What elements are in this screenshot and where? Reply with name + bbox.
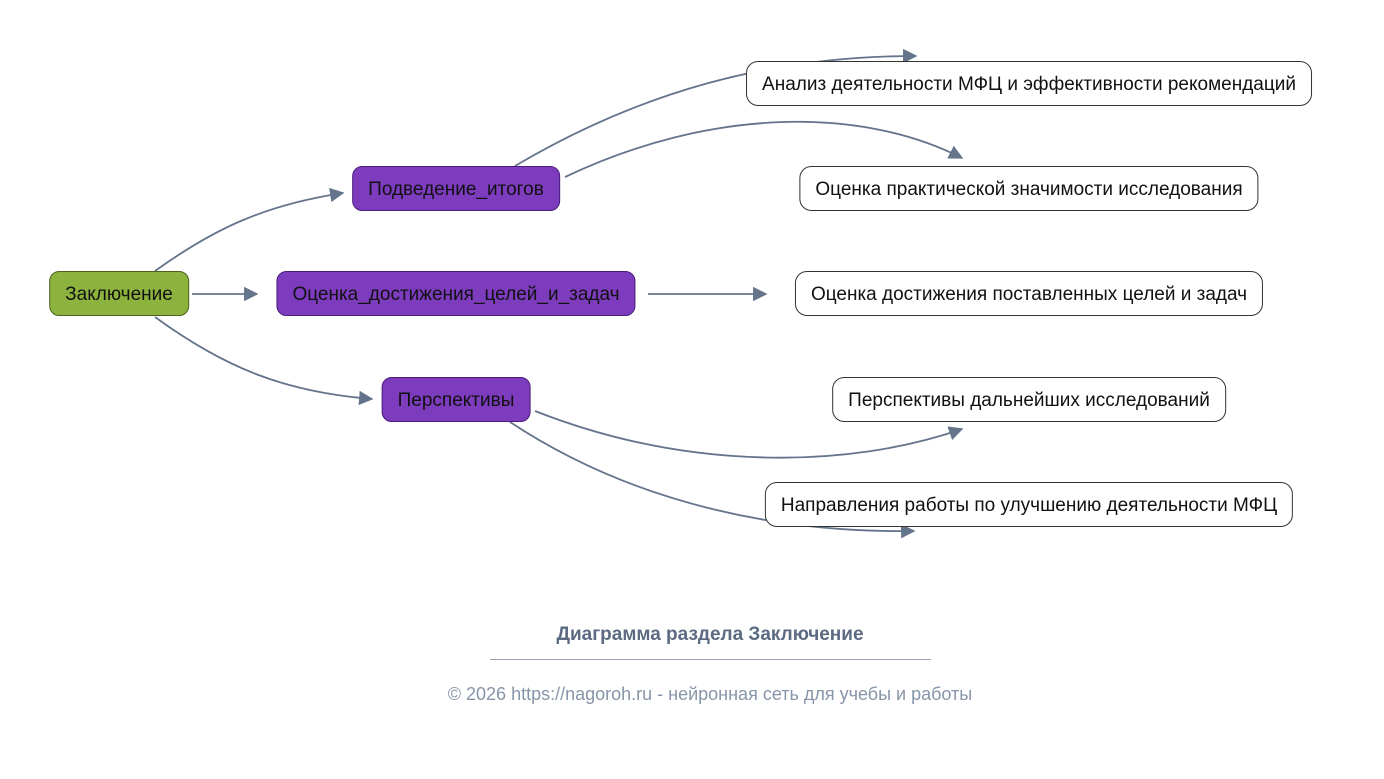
node-napravleniya-raboty: Направления работы по улучшению деятельн… <box>764 482 1294 527</box>
node-postavlennye-celi: Оценка достижения поставленных целей и з… <box>794 271 1264 316</box>
edge-root-to-podvedenie <box>154 187 345 272</box>
copyright-footer: © 2026 https://nagoroh.ru - нейронная се… <box>447 684 973 704</box>
node-perspektivy: Перспективы <box>381 377 531 422</box>
node-zakljuchenie: Заключение <box>49 271 189 316</box>
node-dalneyshie-issledovaniya: Перспективы дальнейших исследований <box>832 377 1226 422</box>
node-ocenka-dostizheniya: Оценка_достижения_целей_и_задач <box>276 271 636 316</box>
node-prakticheskaya-znachimost: Оценка практической значимости исследова… <box>799 166 1259 211</box>
edge-root-to-perspektivy <box>154 316 374 406</box>
diagram-caption-title: Диаграмма раздела Заключение <box>556 624 864 645</box>
caption-divider <box>490 659 931 660</box>
node-analiz-deyatelnosti: Анализ деятельности МФЦ и эффективности … <box>746 61 1312 106</box>
node-podvedenie-itogov: Подведение_итогов <box>352 166 560 211</box>
